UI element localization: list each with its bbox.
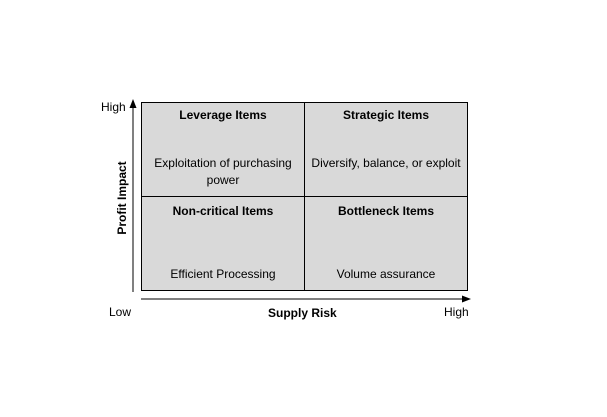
quadrant-strategic-items: Strategic Items Diversify, balance, or e… [305, 103, 467, 197]
quadrant-description: Diversify, balance, or exploit [311, 156, 461, 170]
x-axis-title: Supply Risk [268, 306, 337, 320]
y-axis-title: Profit Impact [115, 161, 129, 235]
quadrant-non-critical-items: Non-critical Items Efficient Processing [142, 197, 305, 290]
quadrant-leverage-items: Leverage Items Exploitation of purchasin… [142, 103, 305, 197]
quadrant-description: Efficient Processing [170, 267, 276, 281]
x-axis-arrowhead [462, 295, 471, 303]
y-axis-arrowhead [129, 99, 137, 108]
quadrant-description: Volume assurance [336, 267, 436, 281]
quadrant-title: Non-critical Items [172, 204, 274, 218]
x-axis-low-label: Low [109, 305, 132, 319]
quadrant-title: Strategic Items [342, 108, 430, 122]
quadrant-title: Leverage Items [179, 108, 267, 122]
kraljic-matrix: Leverage Items Exploitation of purchasin… [141, 102, 468, 291]
quadrant-title: Bottleneck Items [337, 204, 435, 218]
x-axis-high-label: High [444, 305, 469, 319]
quadrant-description: Exploitation of purchasing power [154, 156, 292, 187]
y-axis-high-label: High [101, 100, 126, 114]
quadrant-bottleneck-items: Bottleneck Items Volume assurance [305, 197, 467, 290]
